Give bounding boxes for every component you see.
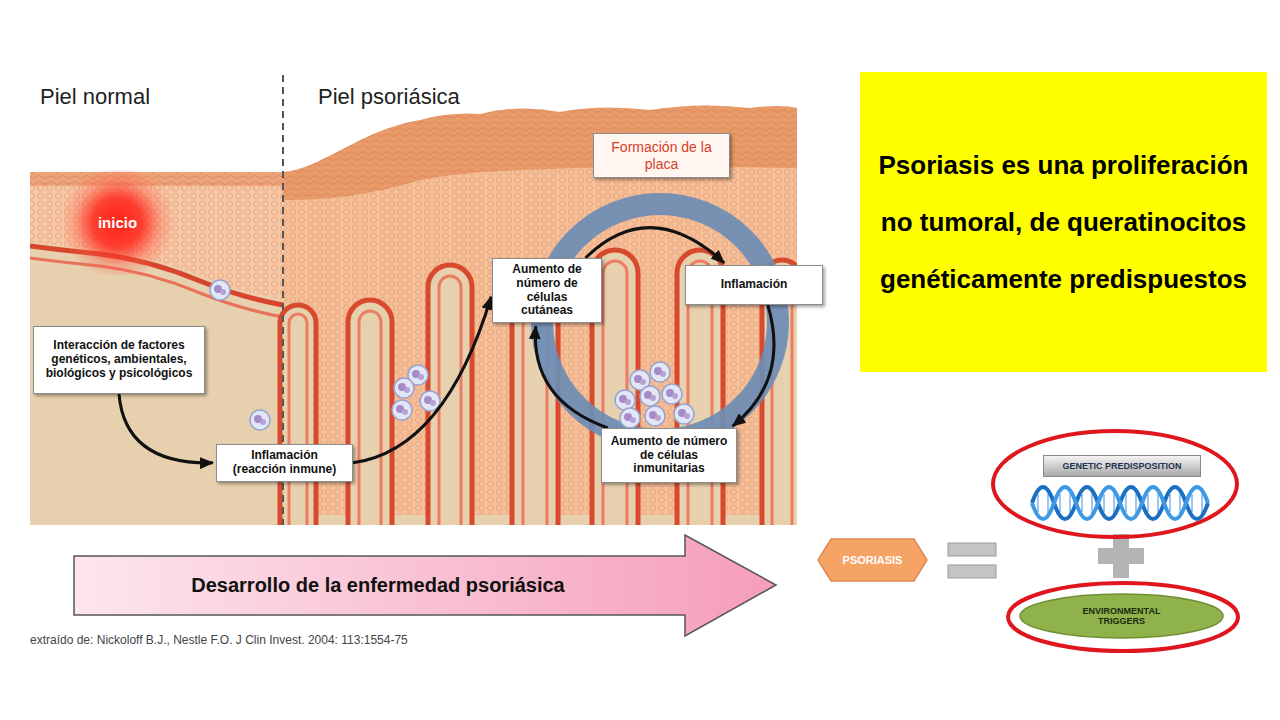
node-text: ENVIRONMENTAL TRIGGERS [1072, 606, 1172, 626]
node-text: Psoriasis es una proliferación no tumora… [874, 137, 1253, 308]
start-glow: inicio [55, 170, 180, 275]
plus-sign [1098, 534, 1144, 578]
process-box: Formación de la placa [593, 133, 730, 178]
node-text: Desarrollo de la enfermedad psoriásica [191, 574, 565, 597]
flow-arrow [733, 305, 774, 426]
flow-arrow [119, 394, 213, 463]
skin-section [30, 105, 797, 525]
citation: extraído de: Nickoloff B.J., Nestle F.O.… [30, 633, 408, 647]
node-text: Aumento de número de células cutáneas [499, 263, 595, 318]
node-text: PSORIASIS [843, 554, 903, 566]
process-box: Aumento de número de células inmunitaria… [601, 428, 737, 483]
panel-title: Piel normal [40, 84, 150, 110]
factor-box: GENETIC PREDISPOSITION [1043, 455, 1201, 477]
arrow-fill [74, 535, 776, 636]
definition-box: Psoriasis es una proliferación no tumora… [860, 72, 1267, 372]
node-text: Inflamación [721, 278, 788, 292]
highlight-ellipse [1008, 583, 1238, 651]
node-text: GENETIC PREDISPOSITION [1062, 461, 1181, 471]
process-box: Interacción de factores genéticos, ambie… [33, 326, 205, 394]
process-box: Aumento de número de células cutáneas [492, 258, 602, 323]
dna-icon [1032, 487, 1208, 519]
immune-cells [210, 280, 694, 430]
flow-arrow [586, 228, 725, 263]
panel-title: Piel psoriásica [318, 84, 460, 110]
flow-arrow [535, 326, 607, 428]
progress-arrow: Desarrollo de la enfermedad psoriásica [73, 533, 778, 638]
process-box: Inflamación [685, 265, 823, 305]
process-box: Inflamación (reacción inmune) [216, 444, 353, 482]
hexagon-label: PSORIASIS [817, 538, 928, 582]
equals-sign [948, 543, 996, 578]
ellipse-fill [1020, 594, 1223, 638]
node-text: Interacción de factores genéticos, ambie… [40, 339, 198, 380]
node-text: Aumento de número de células inmunitaria… [608, 435, 730, 476]
node-text: inicio [98, 214, 137, 231]
highlight-ellipse [993, 431, 1237, 537]
node-text: Inflamación (reacción inmune) [223, 449, 346, 477]
flow-arrow [353, 297, 491, 463]
hex-fill [818, 539, 927, 581]
factor-ellipse: ENVIRONMENTAL TRIGGERS [1018, 592, 1225, 640]
node-text: Formación de la placa [600, 139, 723, 171]
